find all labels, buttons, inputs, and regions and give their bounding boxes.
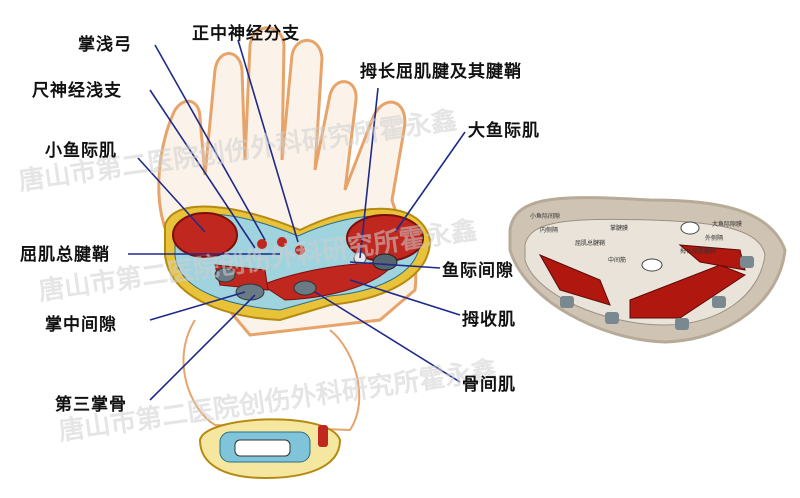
inset-label-hypothenar-space: 小鱼际间隙 xyxy=(530,212,560,220)
palm-cross-section xyxy=(164,205,432,322)
label-midpalmar-space: 掌中间隙 xyxy=(45,315,117,335)
label-superficial-palmar-arch: 掌浅弓 xyxy=(78,35,132,55)
inset-label-midpalmar: 中间筋 xyxy=(608,256,626,264)
label-interossei: 骨间肌 xyxy=(462,375,516,395)
inset-label-thenar: 大鱼际隙膜 xyxy=(712,220,742,228)
wrist-cross-section xyxy=(198,418,342,480)
metacarpal-bone xyxy=(235,283,265,301)
label-flexor-sheath: 屈肌总腱鞘 xyxy=(20,245,110,265)
inset-label-fpl: 拇长屈肌腱鞘 xyxy=(680,247,716,255)
label-hypothenar: 小鱼际肌 xyxy=(45,141,117,161)
label-thenar-space: 鱼际间隙 xyxy=(442,261,514,281)
label-median-nerve-branch: 正中神经分支 xyxy=(192,24,300,44)
label-adductor-pollicis: 拇收肌 xyxy=(462,310,516,330)
inset-label-inner-septum: 内侧隔 xyxy=(540,226,558,234)
inset-diagram: 小鱼际间隙 掌腱膜 大鱼际隙膜 内侧隔 外侧隔 中间筋 屈肌总腱鞘 拇长屈肌腱鞘 xyxy=(508,196,787,344)
inset-label-palmar-aponeurosis: 掌腱膜 xyxy=(610,224,628,232)
label-thenar: 大鱼际肌 xyxy=(468,121,540,141)
inset-label-outer-septum: 外侧隔 xyxy=(705,234,723,242)
label-ulnar-nerve-branch: 尺神经浅支 xyxy=(32,81,122,101)
wrist-outline xyxy=(182,319,361,432)
leader-lines xyxy=(128,39,466,401)
label-third-metacarpal: 第三掌骨 xyxy=(55,395,127,415)
inset-label-flexor-sheath: 屈肌总腱鞘 xyxy=(575,239,605,247)
hypothenar-muscle xyxy=(172,212,238,258)
label-fpl-tendon-sheath: 拇长屈肌腱及其腱鞘 xyxy=(360,62,522,82)
